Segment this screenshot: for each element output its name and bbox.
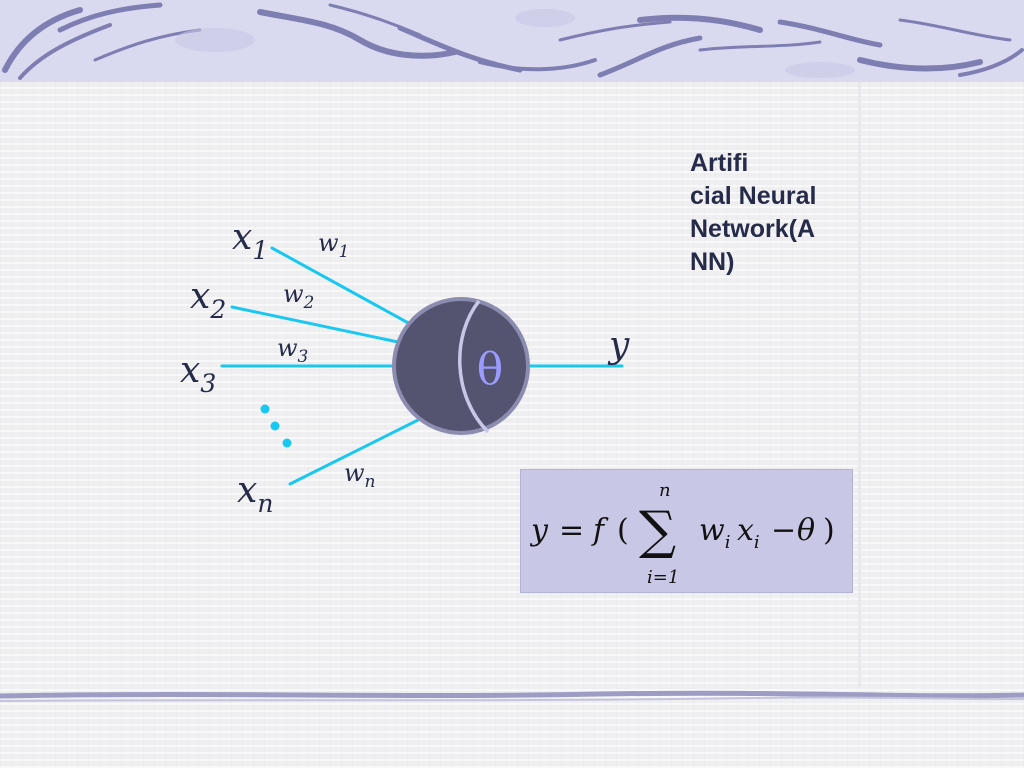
formula-equals: =: [559, 513, 584, 548]
ellipsis-dot: [260, 404, 270, 414]
input-label-1: x1: [232, 217, 268, 265]
output-label: y: [607, 325, 630, 366]
slide-title: Artifi cial Neural Network(A NN): [690, 149, 817, 276]
input-label-2: x2: [190, 276, 226, 324]
formula-open-paren: (: [617, 513, 629, 548]
summation-symbol: ∑: [639, 501, 676, 561]
formula-input: xi: [737, 513, 760, 553]
paper-background: [0, 80, 1024, 768]
weight-label-n: wn: [344, 459, 376, 492]
formula-function: f: [591, 513, 609, 548]
weight-label-3: w3: [277, 334, 308, 367]
weight-labels: w1 w2 w3 wn: [277, 229, 376, 492]
formula-weight: wi: [699, 513, 730, 553]
summation-lower-limit: i=1: [647, 567, 679, 588]
weight-label-2: w2: [283, 280, 314, 313]
formula-output: y: [529, 513, 549, 548]
summation-upper-limit: n: [659, 480, 671, 501]
input-connections: [220, 246, 624, 486]
ellipsis-dot: [270, 421, 280, 431]
threshold-symbol: θ: [477, 344, 504, 395]
header-swirl-band: [0, 0, 1024, 82]
connection-line-n: [288, 418, 420, 486]
formula-close-paren: ): [823, 513, 835, 548]
formula-box: y = f ( ∑ n i=1 wi xi − θ ): [520, 469, 853, 593]
ellipsis-dot: [282, 438, 292, 448]
input-label-n: xn: [237, 470, 273, 518]
neuron: θ: [392, 297, 530, 435]
weight-label-1: w1: [318, 229, 349, 262]
neuron-divider: [458, 299, 490, 434]
formula: y = f ( ∑ n i=1 wi xi − θ ): [529, 480, 835, 588]
ellipsis-dots: [260, 404, 292, 448]
footer-swirl-rule: [0, 690, 1024, 702]
input-label-3: x3: [180, 350, 216, 398]
right-vertical-rule: [858, 82, 861, 687]
connection-line-1: [270, 246, 414, 327]
formula-minus: −: [771, 513, 796, 548]
connection-line-2: [230, 305, 400, 344]
input-labels: x1 x2 x3 xn: [180, 217, 273, 518]
formula-theta: θ: [797, 513, 815, 548]
